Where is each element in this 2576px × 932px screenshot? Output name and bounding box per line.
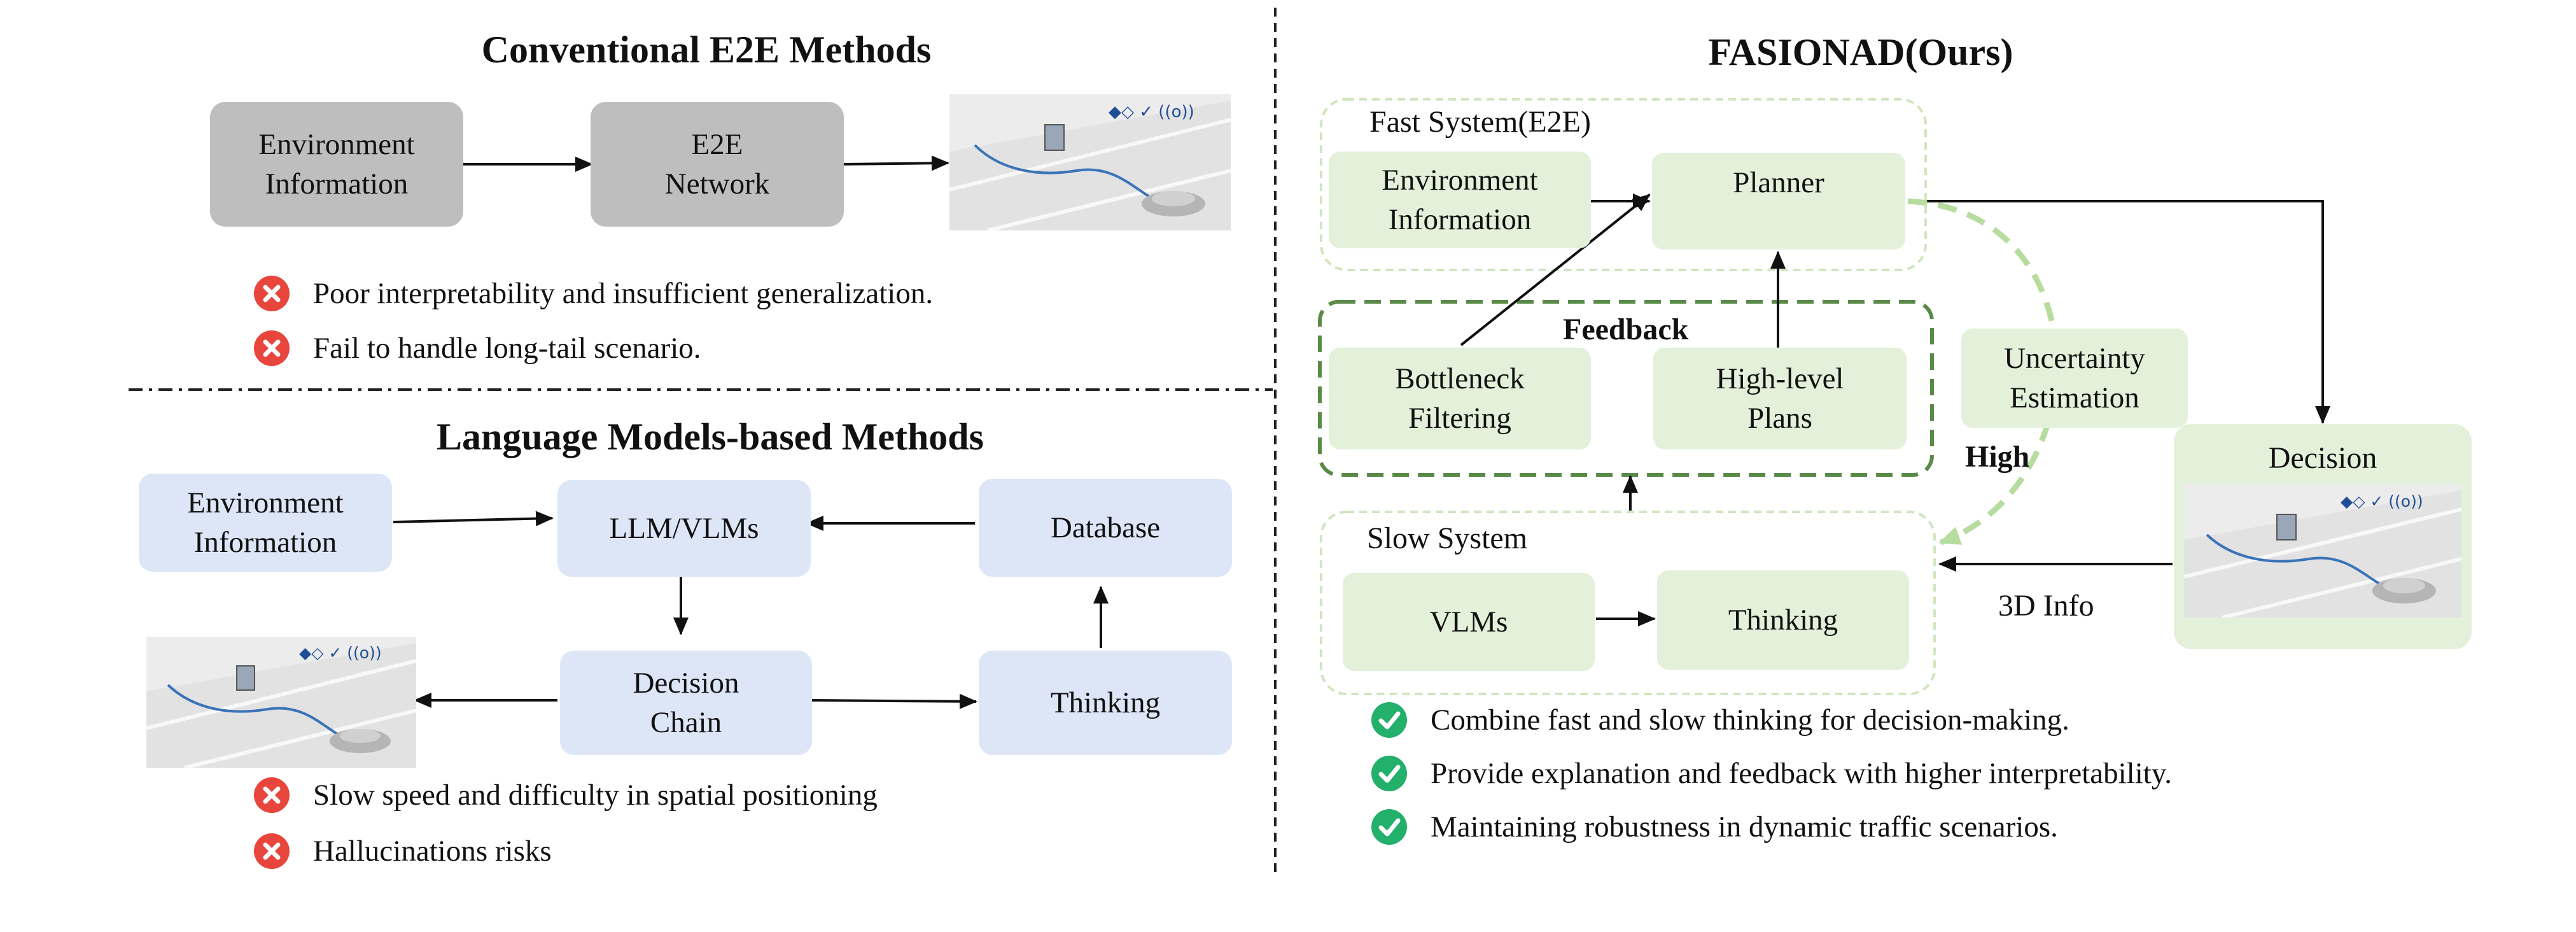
feedback-label: Feedback: [1563, 313, 1689, 346]
decision-label: Decision: [2268, 441, 2377, 475]
fasionad-pro-3: Maintaining robustness in dynamic traffi…: [1371, 808, 2058, 845]
conventional-env-box: Environment Information: [210, 102, 463, 227]
car-scene-image-language: ◆◇ ✓ ((o)): [146, 637, 416, 768]
language-env-box: Environment Information: [139, 474, 392, 572]
slow-system-label: Slow System: [1367, 521, 1528, 555]
planner-box: Planner: [1652, 153, 1905, 250]
high-label: High: [1965, 440, 2030, 474]
arrow-decision-chain-to-thinking: [811, 693, 977, 709]
arrow-bottleneck-to-planner: [1460, 194, 1651, 346]
conventional-con-1-text: Poor interpretability and insufficient g…: [313, 277, 934, 310]
svg-text:◆◇ ✓ ((o)): ◆◇ ✓ ((o)): [299, 644, 382, 662]
fasionad-pro-1: Combine fast and slow thinking for decis…: [1371, 702, 2069, 738]
language-models-title: Language Models-based Methods: [436, 416, 984, 458]
check-icon: [1371, 809, 1407, 845]
vlms-box: VLMs: [1343, 573, 1595, 671]
language-con-2: Hallucinations risks: [253, 833, 552, 870]
language-con-1-text: Slow speed and difficulty in spatial pos…: [313, 779, 878, 812]
slow-system-container: [1320, 511, 1936, 695]
fasionad-title: FASIONAD(Ours): [1708, 31, 2013, 73]
arrow-env-to-llm: [393, 511, 554, 526]
decision-box: Decision ◆◇ ✓ ((o)): [2174, 424, 2472, 649]
conventional-con-1: Poor interpretability and insufficient g…: [253, 275, 933, 312]
cross-icon: [254, 276, 290, 311]
car-scene-image-decision: ◆◇ ✓ ((o)): [2184, 484, 2461, 618]
cross-icon: [254, 833, 290, 869]
check-icon: [1371, 756, 1407, 791]
slow-thinking-box: Thinking: [1657, 570, 1909, 670]
cross-icon: [254, 330, 290, 366]
uncertainty-estimation-box: Uncertainty Estimation: [1961, 328, 2188, 428]
fasionad-pro-3-text: Maintaining robustness in dynamic traffi…: [1431, 810, 2058, 844]
fasionad-pro-1-text: Combine fast and slow thinking for decis…: [1431, 703, 2069, 737]
database-box: Database: [979, 479, 1232, 577]
conventional-con-2-text: Fail to handle long-tail scenario.: [313, 332, 701, 365]
language-con-2-text: Hallucinations risks: [313, 835, 552, 868]
bottleneck-filtering-box: Bottleneck Filtering: [1329, 348, 1591, 449]
arrow-planner-to-decision: [1909, 200, 2330, 424]
dashed-arrow-planner-to-slow-system: [1907, 198, 2059, 546]
arrow-network-to-scene: [843, 155, 949, 171]
car-scene-image-conventional: ◆◇ ✓ ((o)): [949, 94, 1231, 230]
decision-chain-box: Decision Chain: [560, 651, 812, 755]
llm-vlms-box: LLM/VLMs: [557, 480, 811, 577]
svg-text:◆◇ ✓ ((o)): ◆◇ ✓ ((o)): [2341, 492, 2423, 511]
language-thinking-box: Thinking: [979, 651, 1232, 755]
high-level-plans-box: High-level Plans: [1653, 348, 1907, 449]
cross-icon: [254, 777, 290, 813]
e2e-network-box: E2E Network: [591, 102, 844, 227]
check-icon: [1371, 702, 1407, 738]
conventional-title: Conventional E2E Methods: [481, 29, 932, 71]
conventional-con-2: Fail to handle long-tail scenario.: [253, 330, 701, 367]
fast-system-container: [1320, 98, 1927, 271]
fasionad-env-box: Environment Information: [1329, 152, 1591, 248]
svg-text:◆◇ ✓ ((o)): ◆◇ ✓ ((o)): [1109, 102, 1194, 122]
fasionad-pro-2: Provide explanation and feedback with hi…: [1371, 755, 2172, 792]
3d-info-label: 3D Info: [1998, 589, 2094, 623]
fasionad-pro-2-text: Provide explanation and feedback with hi…: [1431, 757, 2173, 790]
fast-system-label: Fast System(E2E): [1369, 105, 1591, 139]
language-con-1: Slow speed and difficulty in spatial pos…: [253, 777, 878, 814]
